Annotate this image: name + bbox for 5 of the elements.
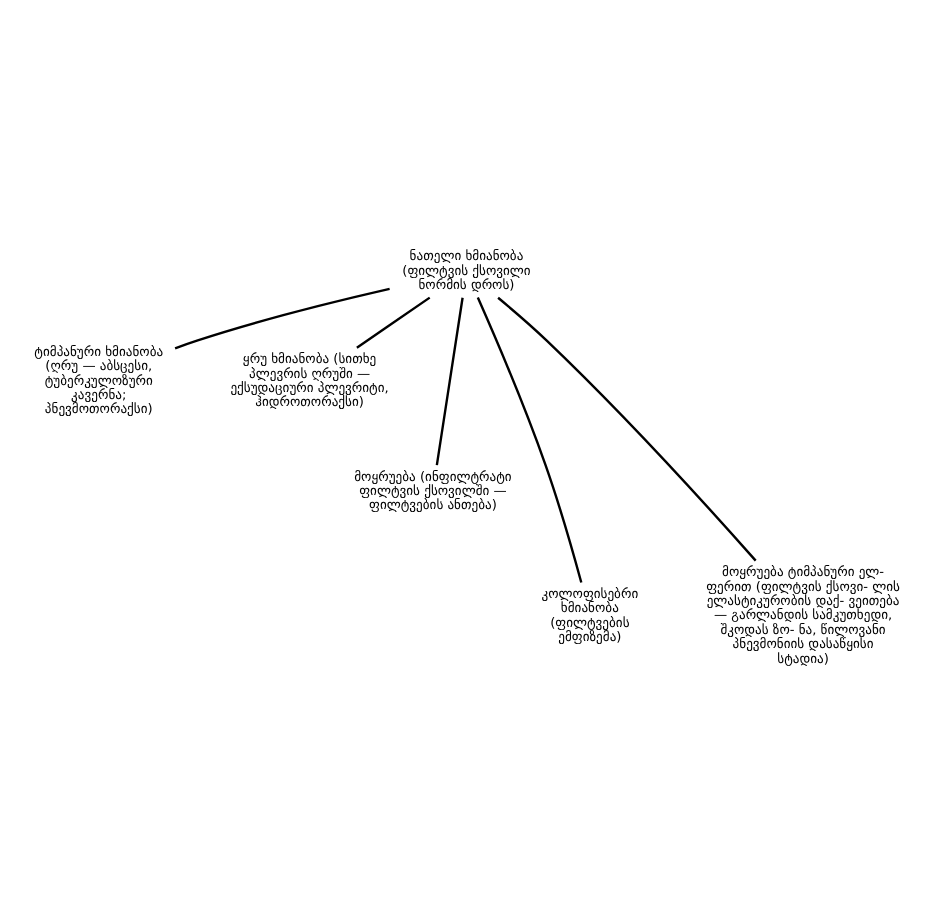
connector <box>476 297 583 583</box>
connector <box>174 287 390 350</box>
connector <box>356 296 431 349</box>
connector <box>435 297 464 466</box>
connector <box>497 296 757 562</box>
